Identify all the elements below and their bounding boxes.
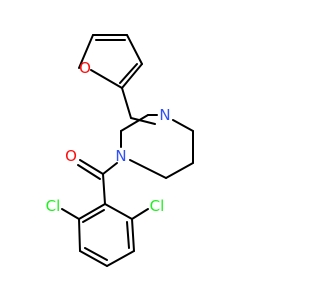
bond-bz-cl-right: [131, 208, 149, 220]
atom-cl-left: Cl: [46, 197, 61, 215]
bond-bz-4: [106, 250, 135, 267]
bond-furan-c3-c2-double: [119, 63, 138, 84]
bond-furan-c3-c2: [121, 63, 143, 89]
bond-carbonyl-c-n1: [102, 162, 118, 175]
furan-ring: [78, 34, 143, 89]
bond-bz-6: [104, 203, 133, 220]
piperazine-ring: [120, 114, 194, 179]
bond-bz-1: [78, 203, 106, 220]
bond-furan-c4-c3: [126, 34, 143, 65]
bond-ch2-n4: [130, 117, 156, 125]
molecule-structure: O N N O Cl Cl: [46, 34, 194, 267]
bond-carbonyl-benzene: [102, 173, 106, 205]
benzene-ring: [61, 173, 149, 267]
bond-pip-cd-ce: [120, 114, 149, 132]
bond-bz-cl-left: [61, 208, 80, 220]
atom-o-carbonyl: O: [65, 147, 77, 165]
bond-pip-cb-cc: [165, 162, 194, 179]
bond-bz-2: [78, 218, 81, 252]
bond-carbonyl-co-double: [77, 164, 101, 180]
atom-o-furan: O: [79, 59, 91, 77]
bond-furan-o-c2: [90, 69, 123, 89]
bond-furan-ch2: [121, 87, 132, 119]
bond-bz-3-double: [84, 247, 108, 261]
atom-n1: N: [115, 147, 126, 165]
bond-bz-1-double: [82, 209, 105, 223]
bond-furan-o-c5: [78, 34, 94, 69]
bond-bz-3: [79, 250, 108, 267]
atom-cl-right: Cl: [150, 197, 165, 215]
bond-carbonyl-co: [79, 159, 104, 175]
bond-bz-5: [131, 218, 135, 252]
bond-pip-cc-n1: [129, 159, 167, 179]
atom-n4: N: [159, 106, 170, 124]
bond-pip-n4-ca: [172, 119, 194, 132]
bond-bz-5-double: [126, 221, 130, 249]
